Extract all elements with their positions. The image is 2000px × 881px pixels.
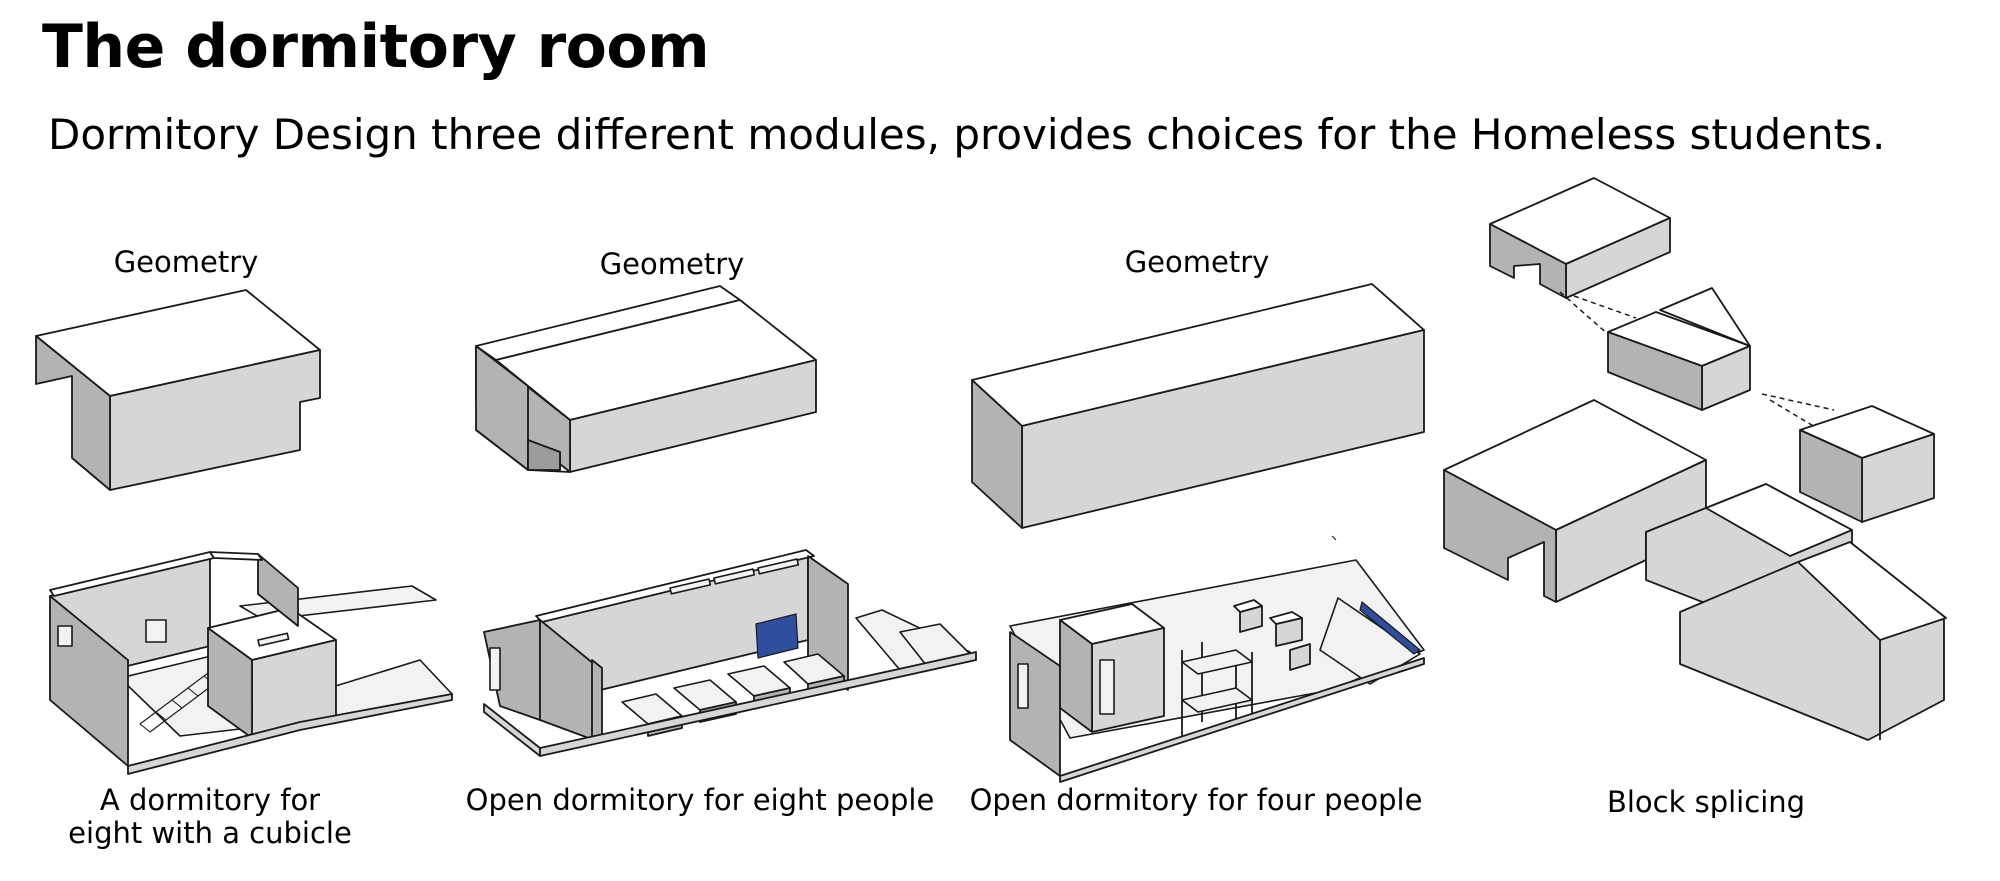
module-2-geometry-block [475,285,817,473]
module-3-geometry-block [971,283,1425,529]
module-2-geometry-label: Geometry [599,247,745,281]
module-3-caption: Open dormitory for four people [969,783,1423,817]
module-1-interior-model [49,551,453,775]
module-1-geometry-block [35,289,321,491]
page-title: The dormitory room [42,12,710,82]
module-3-geometry-label: Geometry [1124,245,1270,279]
module-1-geometry-label: Geometry [113,245,259,279]
block-splicing-diagram [1443,177,1947,741]
module-3-interior-model [1009,535,1425,783]
module-1-caption-line2: eight with a cubicle [68,816,352,850]
page-subtitle: Dormitory Design three different modules… [48,110,1886,159]
module-2-interior-model [483,549,977,757]
block-splicing-caption: Block splicing [1606,785,1806,819]
module-1-caption-line1: A dormitory for [99,783,321,817]
module-2-caption: Open dormitory for eight people [465,783,935,817]
